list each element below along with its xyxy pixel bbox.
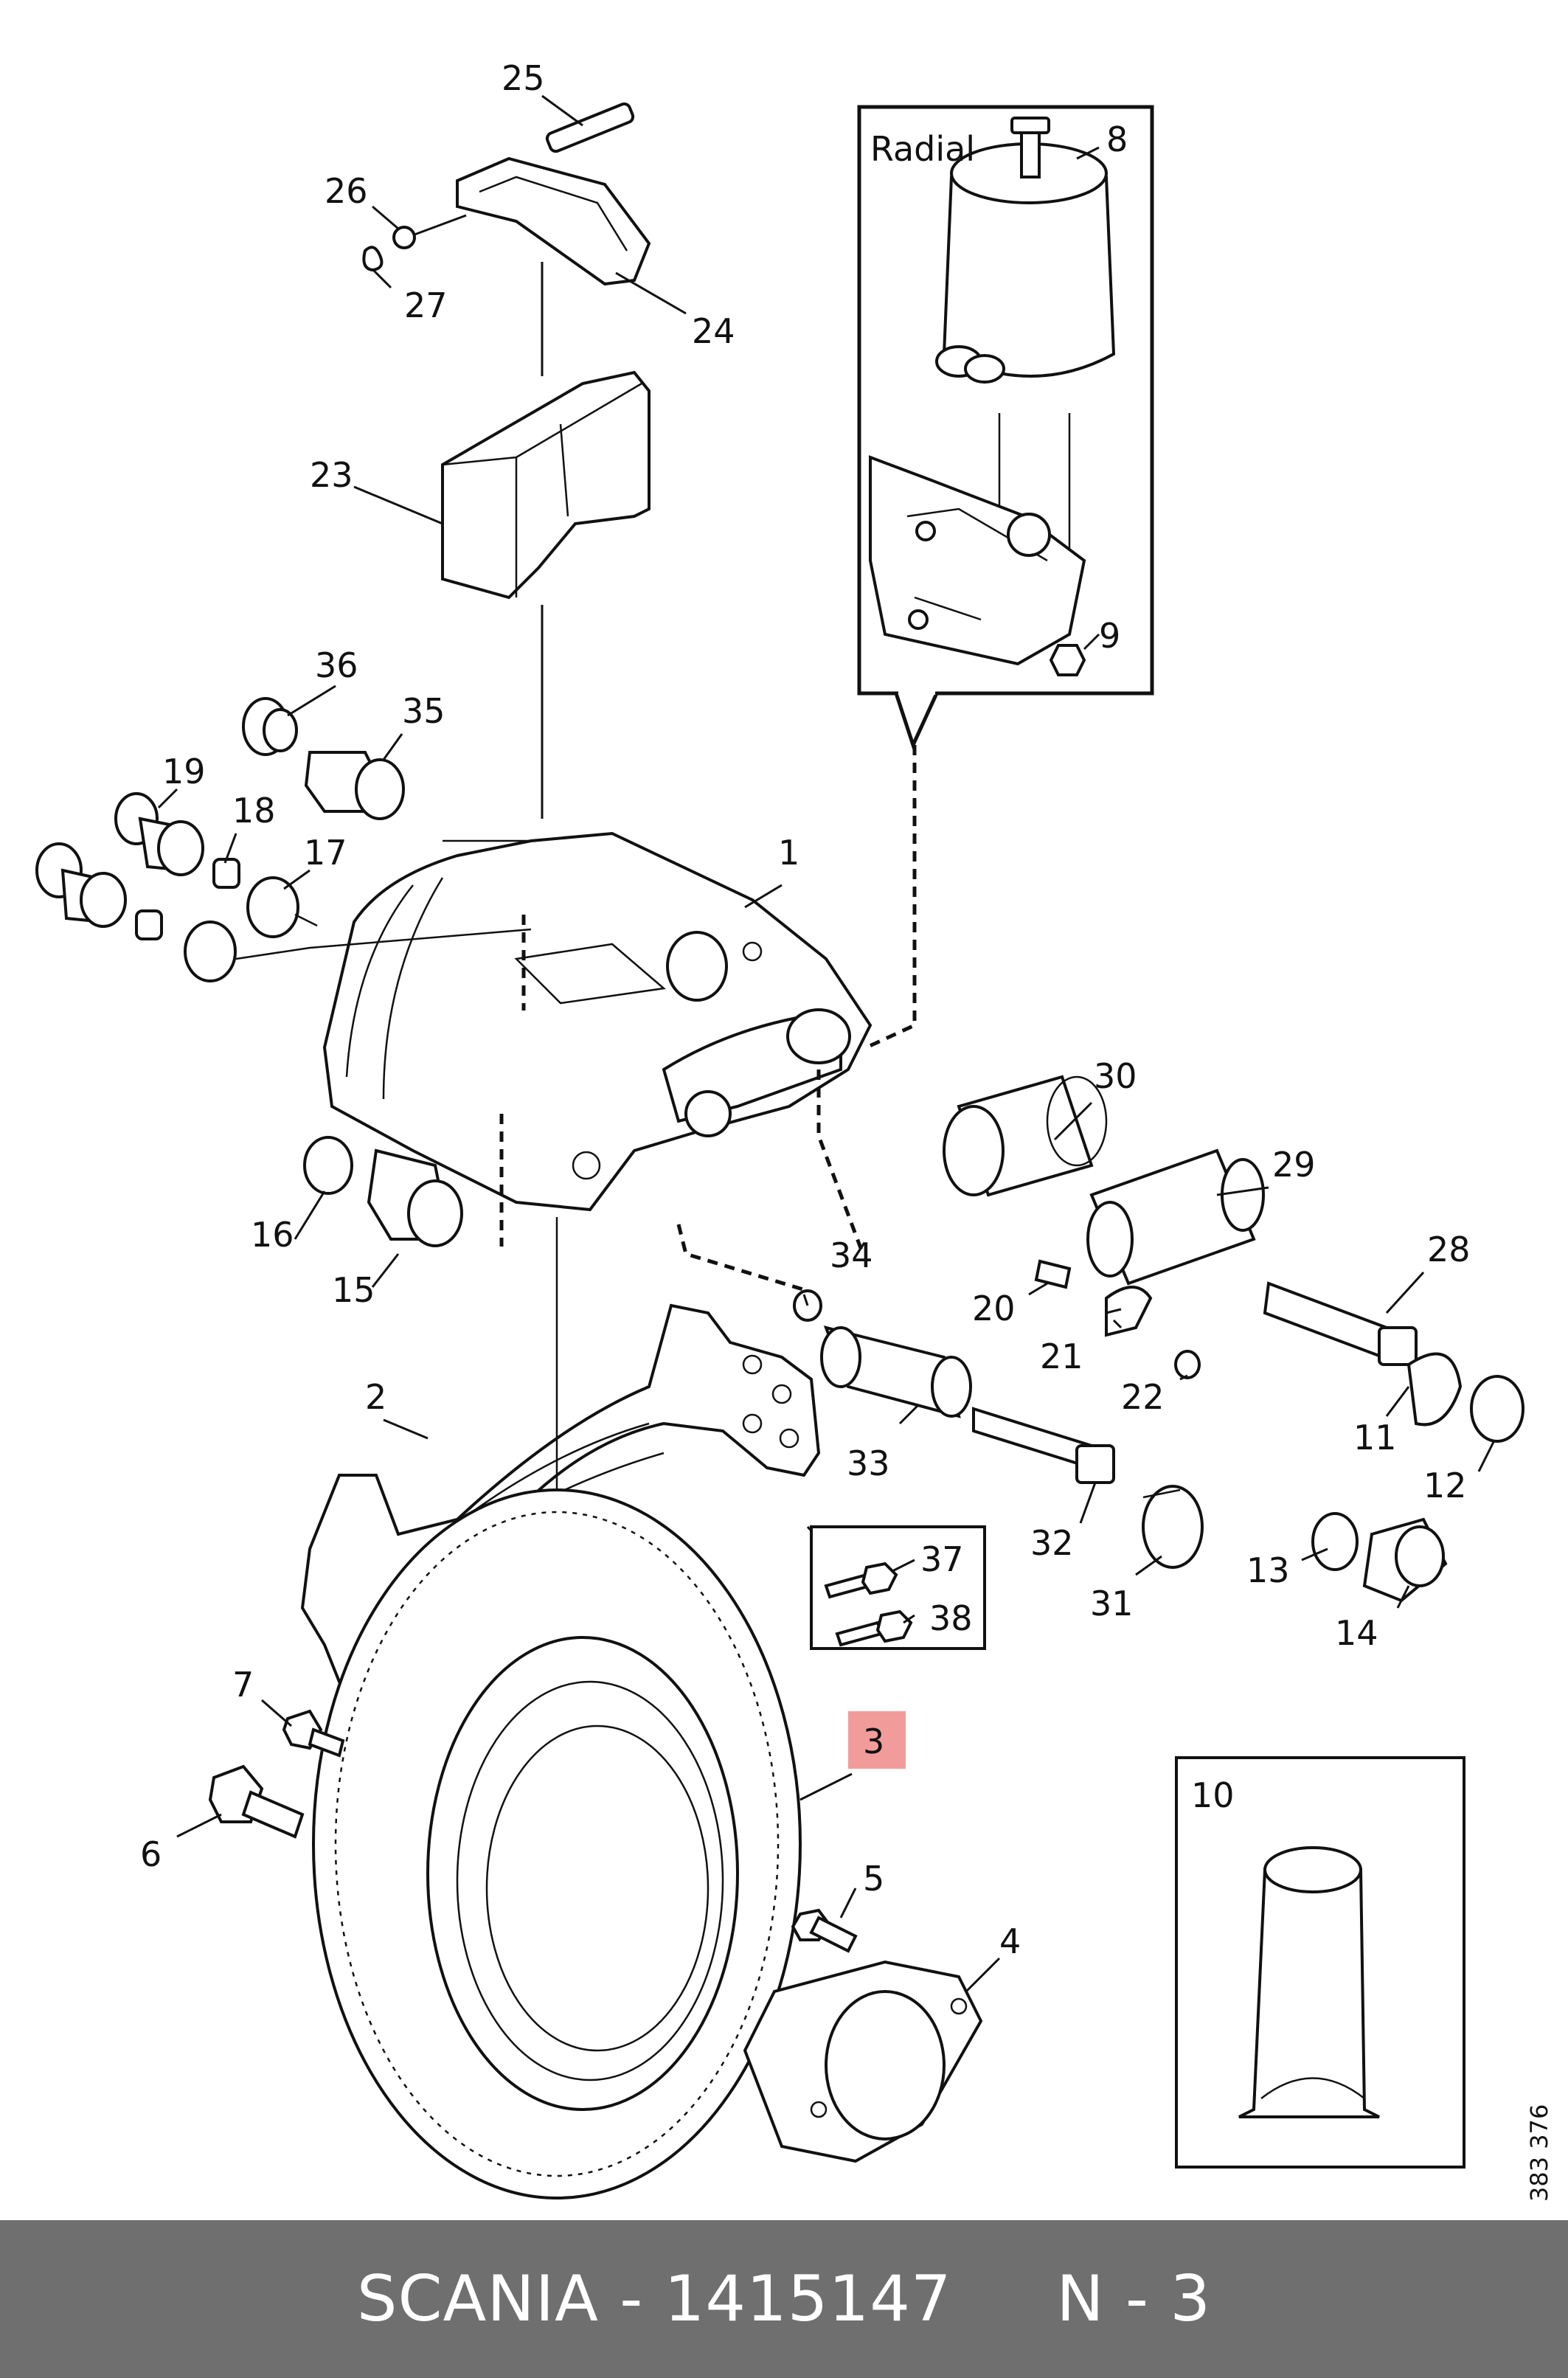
callout-9: 9	[1099, 616, 1120, 656]
callout-29: 29	[1272, 1145, 1316, 1185]
callout-11: 11	[1353, 1418, 1397, 1457]
callout-19: 19	[162, 752, 206, 791]
callout-17: 17	[304, 833, 347, 873]
sensor-ring-and-bolts	[208, 1709, 983, 2163]
left-seal-parts	[35, 697, 532, 1247]
part-3-highlight	[848, 1711, 906, 1769]
bolt-inset	[806, 1525, 986, 1650]
radial-inset	[857, 105, 1154, 750]
pad-retainer-assembly	[362, 102, 651, 376]
callout-27: 27	[404, 285, 448, 325]
callout-5: 5	[863, 1859, 884, 1899]
callout-32: 32	[1030, 1523, 1074, 1563]
callout-8: 8	[1106, 119, 1128, 159]
callout-26: 26	[325, 171, 368, 211]
callout-38: 38	[929, 1598, 973, 1638]
callout-23: 23	[310, 455, 353, 495]
callout-2: 2	[365, 1377, 386, 1417]
callout-37: 37	[920, 1539, 964, 1579]
radial-label: Radial	[870, 129, 975, 169]
callout-35: 35	[402, 691, 445, 731]
callout-20: 20	[972, 1289, 1016, 1328]
callout-24: 24	[692, 311, 735, 351]
callout-labels: 25 26 27 24 23 8 9 36 35 19 18 17 1 30 2…	[140, 58, 1553, 2202]
callout-30: 30	[1094, 1056, 1137, 1096]
brake-disc	[312, 1217, 802, 2200]
callout-14: 14	[1335, 1613, 1378, 1653]
callout-15: 15	[332, 1270, 375, 1310]
brake-pad	[441, 370, 651, 819]
grease-tube-inset	[1175, 1756, 1465, 2169]
callout-28: 28	[1427, 1230, 1471, 1269]
drawing-number: 383 376	[1525, 2104, 1553, 2202]
callout-34: 34	[830, 1235, 873, 1275]
callout-7: 7	[232, 1665, 254, 1705]
callout-13: 13	[1246, 1550, 1290, 1590]
callout-1: 1	[778, 833, 799, 873]
exploded-parts-diagram: 25 26 27 24 23 8 9 36 35 19 18 17 1 30 2…	[35, 58, 1553, 2202]
callout-33: 33	[847, 1443, 890, 1483]
callout-25: 25	[502, 58, 545, 98]
callout-12: 12	[1423, 1466, 1467, 1505]
footer-part-number: SCANIA - 1415147 N - 3	[356, 2262, 1212, 2336]
footer-bar: SCANIA - 1415147 N - 3	[0, 2220, 1568, 2378]
leader-lines	[157, 94, 1495, 1993]
caliper-housing	[322, 831, 873, 1212]
guide-pin-parts	[676, 1075, 1524, 1603]
callout-10: 10	[1191, 1775, 1235, 1815]
callout-6: 6	[140, 1834, 162, 1874]
callout-4: 4	[999, 1921, 1021, 1961]
callout-18: 18	[232, 791, 276, 831]
callout-36: 36	[315, 645, 358, 685]
callout-21: 21	[1040, 1337, 1083, 1376]
callout-16: 16	[251, 1215, 294, 1255]
callout-31: 31	[1090, 1584, 1134, 1623]
callout-22: 22	[1121, 1377, 1165, 1417]
callout-3: 3	[863, 1722, 884, 1761]
